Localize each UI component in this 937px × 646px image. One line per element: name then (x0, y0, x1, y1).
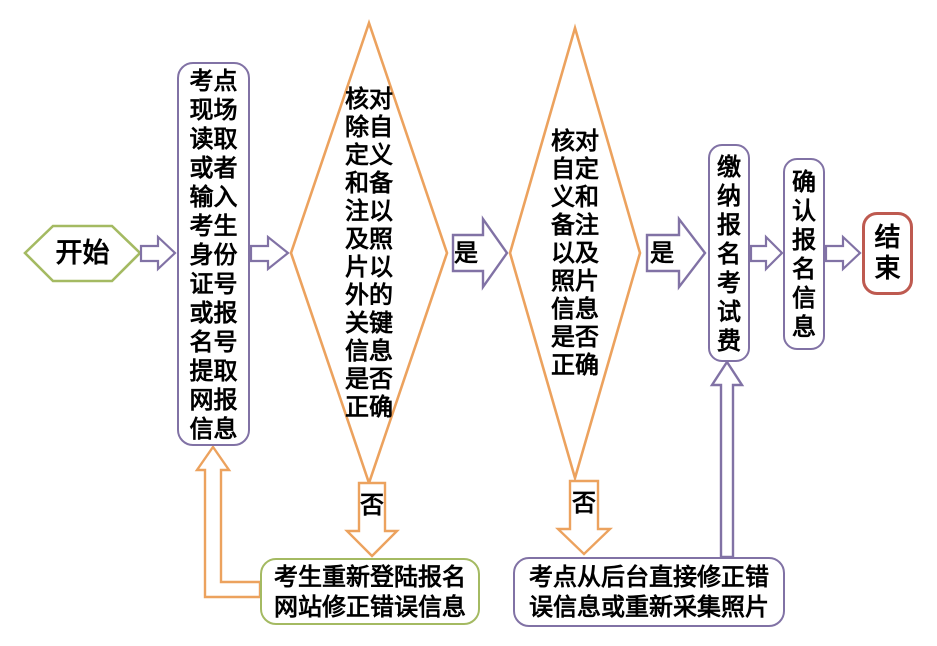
check-key-info-label: 核对除自定义和备注以及照片以外的关键信息是否正确 (345, 84, 393, 421)
arrow-confirm-to-end (824, 234, 862, 272)
start-node-label: 开始 (55, 237, 110, 269)
read-info-label: 考点现场读取或者输入考生身份证号或报名号提取网报信息 (189, 65, 238, 443)
no1-edge-label: 否 (360, 490, 384, 519)
arrow-read-to-decision1 (249, 234, 290, 272)
connector-candidate-fix-to-read-info (194, 444, 262, 599)
arrow-no2-decision2-to-site-fix (555, 479, 613, 556)
yes2-edge-label: 是 (650, 238, 674, 267)
decision2-diamond-shape (508, 23, 642, 483)
pay-fee-label: 缴纳报名考试费 (717, 151, 741, 355)
end-node-label: 结束 (874, 222, 901, 284)
arrow-start-to-read (139, 234, 177, 272)
no2-edge-label: 否 (572, 488, 596, 517)
arrow-yes2-decision2-to-pay (645, 215, 707, 291)
yes1-edge-label: 是 (454, 238, 478, 267)
site-fix-label: 考点从后台直接修正错误信息或重新采集照片 (529, 562, 769, 621)
pay-fee-node: 缴纳报名考试费 (708, 144, 750, 362)
confirm-info-label: 确认报名信息 (792, 167, 816, 341)
read-info-node: 考点现场读取或者输入考生身份证号或报名号提取网报信息 (177, 62, 250, 446)
candidate-fix-node: 考生重新登陆报名网站修正错误信息 (260, 558, 480, 625)
confirm-info-node: 确认报名信息 (783, 158, 825, 350)
connector-site-fix-to-pay-fee (709, 359, 745, 559)
end-node: 结束 (862, 212, 913, 295)
arrow-pay-to-confirm (749, 234, 784, 272)
site-fix-node: 考点从后台直接修正错误信息或重新采集照片 (513, 557, 785, 627)
arrow-no1-decision1-to-candidate-fix (344, 481, 400, 558)
check-photo-info-label: 核对自定义和备注以及照片信息是否正确 (551, 126, 599, 379)
candidate-fix-label: 考生重新登陆报名网站修正错误信息 (274, 561, 466, 621)
arrow-yes1-decision1-to-decision2 (451, 215, 509, 291)
